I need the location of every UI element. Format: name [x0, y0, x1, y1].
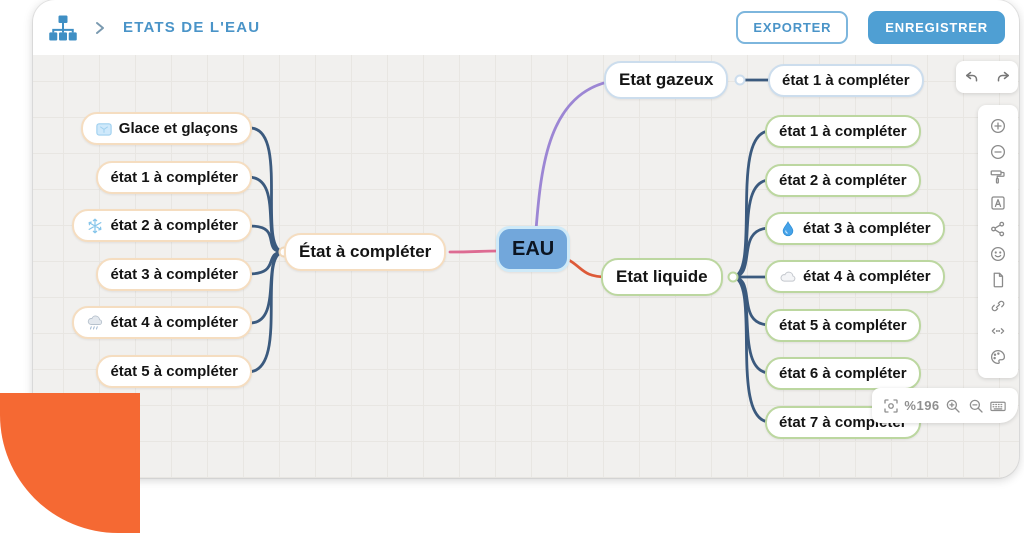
share-icon[interactable] — [988, 219, 1008, 239]
zoom-out-icon[interactable] — [966, 396, 986, 416]
undo-redo-panel — [956, 61, 1018, 93]
keyboard-icon[interactable] — [988, 396, 1008, 416]
zoom-in-icon[interactable] — [943, 396, 963, 416]
droplet-icon — [779, 220, 797, 238]
focus-icon[interactable] — [881, 396, 901, 416]
top-bar: ETATS DE L'EAU EXPORTER ENREGISTRER — [33, 0, 1019, 55]
plus-circle-icon[interactable] — [988, 116, 1008, 136]
rain-cloud-icon — [86, 314, 104, 332]
node-left-etat2[interactable]: état 2 à compléter — [72, 209, 252, 242]
node-etat-a-completer[interactable]: État à compléter — [284, 233, 447, 271]
node-left-etat3[interactable]: état 3 à compléter — [96, 258, 252, 291]
node-left-etat5[interactable]: état 5 à compléter — [96, 355, 252, 388]
zoom-statusbar: %196 — [872, 388, 1018, 423]
cloud-icon — [779, 268, 797, 286]
breadcrumb-chevron-icon — [96, 21, 104, 34]
node-liquid-etat5[interactable]: état 5 à compléter — [765, 309, 921, 342]
node-left-etat1[interactable]: état 1 à compléter — [96, 161, 252, 194]
minus-circle-icon[interactable] — [988, 142, 1008, 162]
link-icon[interactable] — [988, 296, 1008, 316]
file-icon[interactable] — [988, 270, 1008, 290]
node-liquid-etat1[interactable]: état 1 à compléter — [765, 115, 921, 148]
ice-cube-icon — [95, 120, 113, 138]
redo-icon[interactable] — [993, 67, 1013, 87]
node-etat-gazeux[interactable]: Etat gazeux — [604, 61, 729, 99]
emoji-icon[interactable] — [988, 244, 1008, 264]
node-gas-etat1[interactable]: état 1 à compléter — [768, 64, 924, 97]
save-button[interactable]: ENREGISTRER — [868, 11, 1005, 44]
node-liquid-etat4[interactable]: état 4 à compléter — [765, 260, 945, 293]
side-toolbar — [978, 105, 1018, 378]
node-liquid-etat2[interactable]: état 2 à compléter — [765, 164, 921, 197]
palette-icon[interactable] — [988, 347, 1008, 367]
undo-icon[interactable] — [962, 67, 982, 87]
text-style-icon[interactable] — [988, 193, 1008, 213]
export-button[interactable]: EXPORTER — [736, 11, 849, 44]
node-liquid-etat3[interactable]: état 3 à compléter — [765, 212, 945, 245]
sitemap-icon[interactable] — [47, 13, 79, 43]
zoom-level: %196 — [904, 398, 940, 413]
code-icon[interactable] — [988, 321, 1008, 341]
node-etat-liquide[interactable]: Etat liquide — [601, 258, 723, 296]
node-left-etat4[interactable]: état 4 à compléter — [72, 306, 252, 339]
node-root-eau[interactable]: EAU — [496, 226, 571, 272]
breadcrumb: ETATS DE L'EAU — [123, 19, 261, 36]
snowflake-icon — [86, 217, 104, 235]
orange-corner-decoration — [0, 393, 140, 533]
paint-roller-icon[interactable] — [988, 167, 1008, 187]
node-glace[interactable]: Glace et glaçons — [80, 112, 252, 145]
node-liquid-etat6[interactable]: état 6 à compléter — [765, 357, 921, 390]
